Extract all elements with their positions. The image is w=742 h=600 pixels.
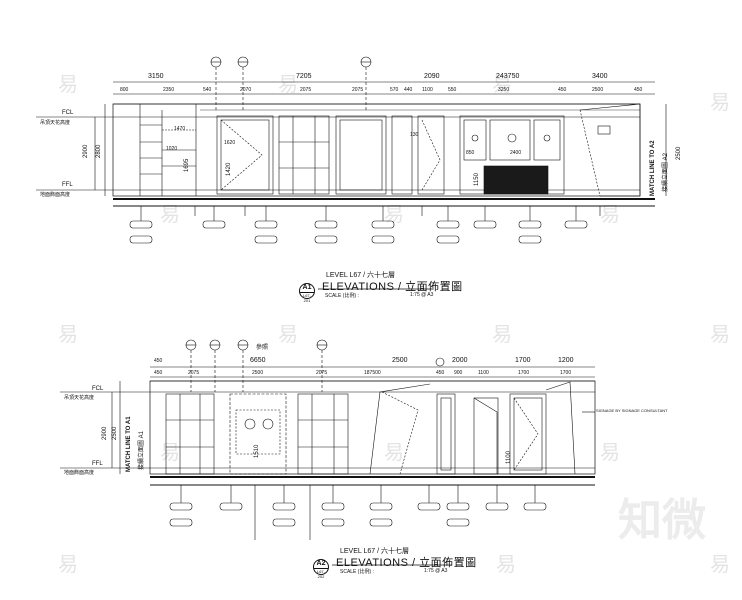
a2-level-label: LEVEL L67 / 六十七層 (340, 548, 409, 555)
dim-label: 2500 (252, 370, 264, 376)
dim-label: 2500 (392, 357, 408, 364)
inner-dim: 1510 (254, 444, 260, 458)
height-dim: 2500 (676, 146, 682, 160)
elevation-outline (149, 380, 596, 475)
dim-label: 3150 (148, 73, 164, 80)
fcl-sublabel: 吊頂天花高度 (64, 395, 95, 401)
ffl-sublabel: 地面飾面高度 (64, 470, 95, 476)
a1-title: ELEVATIONS / 立面佈置圖 (322, 281, 463, 293)
ffl-label: FFL (62, 182, 73, 188)
inner-dim: 1620 (224, 140, 236, 146)
a1-drawing-tag: A1 L67-201 (299, 283, 315, 303)
inner-dim: 1470 (174, 126, 186, 132)
dim-label: 450 (634, 87, 643, 93)
dim-label: 450 (558, 87, 567, 93)
dim-label: 2075 (316, 370, 328, 376)
signage-note: SIGNAGE BY SIGNAGE CONSULTANT (596, 408, 668, 413)
dim-label: 7205 (296, 73, 312, 80)
fcl-sublabel: 吊頂天花高度 (40, 120, 71, 126)
dim-label: 800 (120, 87, 129, 93)
elevation-a1 (36, 56, 667, 290)
elevation-a2 (60, 339, 596, 566)
ffl-label: FFL (92, 461, 103, 467)
dim-label: 450 (154, 358, 163, 364)
dim-label: 1200 (558, 357, 574, 364)
dim-label: 570 (390, 87, 399, 93)
dim-label: 6650 (250, 357, 266, 364)
height-dim: 2500 (112, 426, 118, 440)
height-dim: 2900 (102, 426, 108, 440)
dim-label: 1700 (560, 370, 572, 376)
dim-label: 2075 (300, 87, 312, 93)
a1-scale-value: 1:75 @ A3 (410, 292, 434, 298)
inner-dim: 130 (410, 132, 419, 138)
dim-label: 1700 (518, 370, 530, 376)
dim-label: 3400 (592, 73, 608, 80)
finish-tags-a1 (129, 206, 601, 244)
fcl-label: FCL (92, 386, 104, 392)
a1-scale-label: SCALE (比例) : (325, 293, 359, 299)
inner-dim: 850 (466, 150, 475, 156)
dim-label: 187500 (364, 370, 381, 376)
dim-label: 2350 (163, 87, 175, 93)
finish-tags-a2 (169, 485, 547, 540)
inner-dim: 1100 (506, 451, 512, 464)
a2-scale-label: SCALE (比例) : (340, 569, 374, 575)
dim-label: 2070 (240, 87, 252, 93)
dim-label: 1700 (515, 357, 531, 364)
dim-label: 2075 (188, 370, 200, 376)
inner-dim: 1695 (184, 158, 190, 172)
dim-label: 550 (448, 87, 457, 93)
height-dim: 2800 (96, 144, 102, 158)
inner-dim: 1150 (474, 173, 480, 186)
dim-label: 3250 (498, 87, 510, 93)
dim-label: 2075 (352, 87, 364, 93)
match-line-label: MATCH LINE TO A2 (650, 140, 656, 196)
height-dim: 2900 (83, 144, 89, 158)
dim-label: 1100 (422, 87, 433, 93)
dim-label: 450 (436, 370, 445, 376)
dim-label: 540 (203, 87, 212, 93)
dim-label: 2000 (452, 357, 468, 364)
dim-label: 440 (404, 87, 413, 93)
dim-label: 450 (154, 370, 163, 376)
match-line-sublabel: 接續立面圖 A2 (663, 152, 669, 192)
match-line-sublabel: 接續立面圖 A1 (139, 430, 145, 470)
inner-dim: 2400 (510, 150, 522, 156)
dim-label: 1100 (478, 370, 489, 376)
a2-title: ELEVATIONS / 立面佈置圖 (336, 557, 477, 569)
dim-label: 2090 (424, 73, 440, 80)
fcl-label: FCL (62, 110, 74, 116)
inner-dim: 1420 (226, 162, 232, 176)
dim-label: 900 (454, 370, 463, 376)
dim-label: 2500 (592, 87, 604, 93)
a2-scale-value: 1:75 @ A3 (424, 568, 448, 574)
inner-dim: 1020 (166, 146, 178, 152)
dim-label: 243750 (496, 73, 520, 80)
a1-level-label: LEVEL L67 / 六十七層 (326, 272, 395, 279)
match-line-label: MATCH LINE TO A1 (126, 416, 132, 472)
a2-drawing-tag: A2 L67-202 (313, 559, 329, 579)
ref-label: 參照 (256, 345, 269, 351)
dark-panel (483, 165, 549, 195)
ffl-sublabel: 地面飾面高度 (40, 192, 71, 198)
